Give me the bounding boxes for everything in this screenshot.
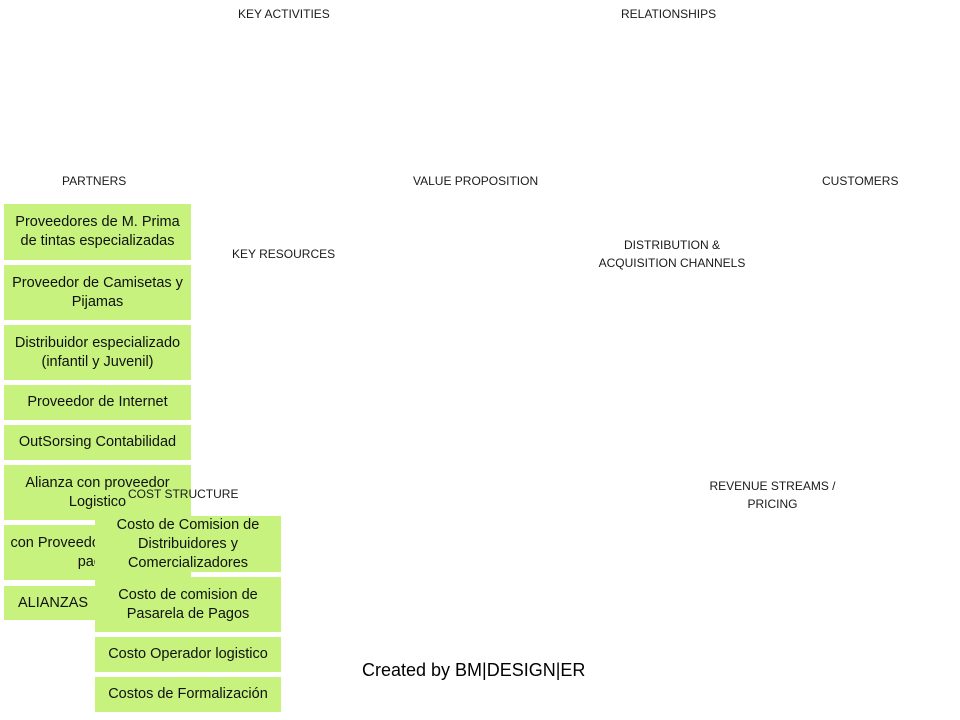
relationships-label: RELATIONSHIPS: [621, 7, 717, 21]
customers-label: CUSTOMERS: [822, 174, 899, 188]
key-activities-label: KEY ACTIVITIES: [238, 7, 330, 21]
value-proposition-label: VALUE PROPOSITION: [413, 174, 539, 188]
distribution-line-1: DISTRIBUTION &: [623, 238, 720, 252]
partner-note: Alianza con proveedor Logistico: [4, 465, 191, 520]
distribution-line-2: ACQUISITION CHANNELS: [598, 256, 746, 270]
partner-note: OutSorsing Contabilidad: [4, 425, 191, 460]
partner-note: Proveedor de Internet: [4, 385, 191, 420]
cost-note: Costo de Comision de Distribuidores y Co…: [95, 516, 281, 572]
cost-structure-label: COST STRUCTURE: [128, 487, 239, 501]
partner-note: Distribuidor especializado (infantil y J…: [4, 325, 191, 380]
footer-credit: Created by BM|DESIGN|ER: [362, 660, 586, 680]
revenue-streams-label: REVENUE STREAMS / PRICING: [700, 477, 845, 513]
partners-label: PARTNERS: [62, 174, 127, 188]
cost-note: Costo de comision de Pasarela de Pagos: [95, 577, 281, 632]
key-resources-label: KEY RESOURCES: [232, 247, 336, 261]
distribution-channels-label: DISTRIBUTION & ACQUISITION CHANNELS: [592, 236, 752, 272]
cost-note: Costos de Formalización: [95, 677, 281, 712]
revenue-line-1: REVENUE STREAMS /: [709, 479, 836, 493]
revenue-line-2: PRICING: [747, 497, 798, 511]
partner-note: Proveedores de M. Prima de tintas especi…: [4, 204, 191, 260]
partner-note: Proveedor de Camisetas y Pijamas: [4, 265, 191, 320]
cost-note: Costo Operador logistico: [95, 637, 281, 672]
